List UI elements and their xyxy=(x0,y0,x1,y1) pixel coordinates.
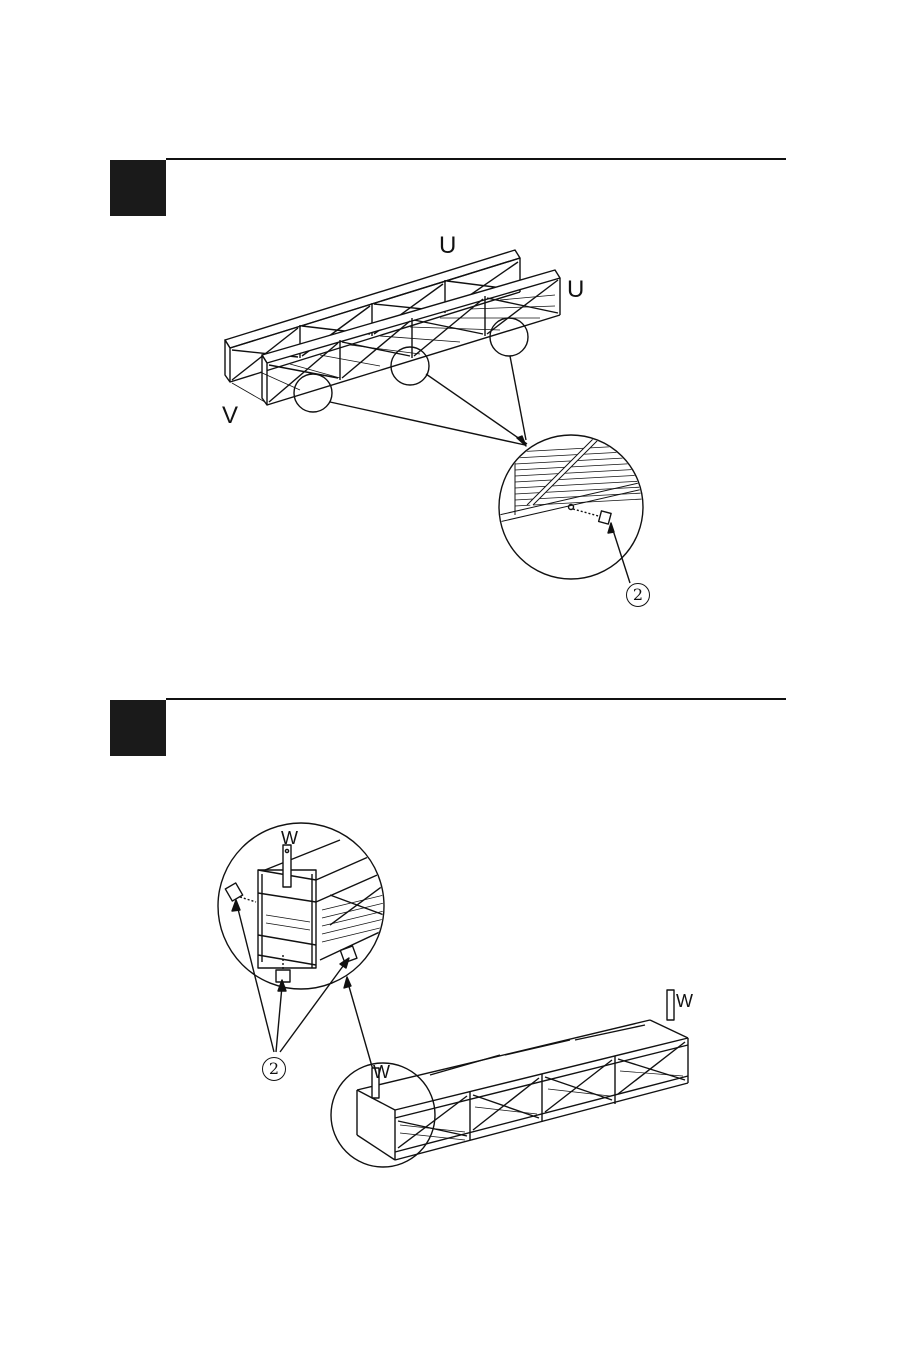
zoom-detail-step-1 xyxy=(499,435,643,583)
detail-circle-1 xyxy=(294,374,332,412)
bolt-left xyxy=(225,883,256,902)
label-base-v: V xyxy=(222,404,238,428)
label-post-w-left: W xyxy=(373,1063,390,1081)
callout-bolt-2-step-2: 2 xyxy=(262,1057,286,1081)
label-beam-u-lower: U xyxy=(567,278,584,302)
bolt-bottom xyxy=(276,955,290,982)
step-1-illustration xyxy=(0,0,914,660)
step-2-divider xyxy=(166,698,786,700)
base-panel-v xyxy=(232,295,555,402)
callout-bolt-2-step-1: 2 xyxy=(626,583,650,607)
zoom-detail-step-2 xyxy=(218,823,384,1052)
bolt-right xyxy=(340,946,357,963)
label-beam-u-upper: U xyxy=(439,234,456,258)
step-2-marker xyxy=(110,700,166,756)
detail-circle-3 xyxy=(490,318,528,356)
label-post-w-detail: W xyxy=(281,829,298,847)
label-post-w-right: W xyxy=(676,992,693,1010)
